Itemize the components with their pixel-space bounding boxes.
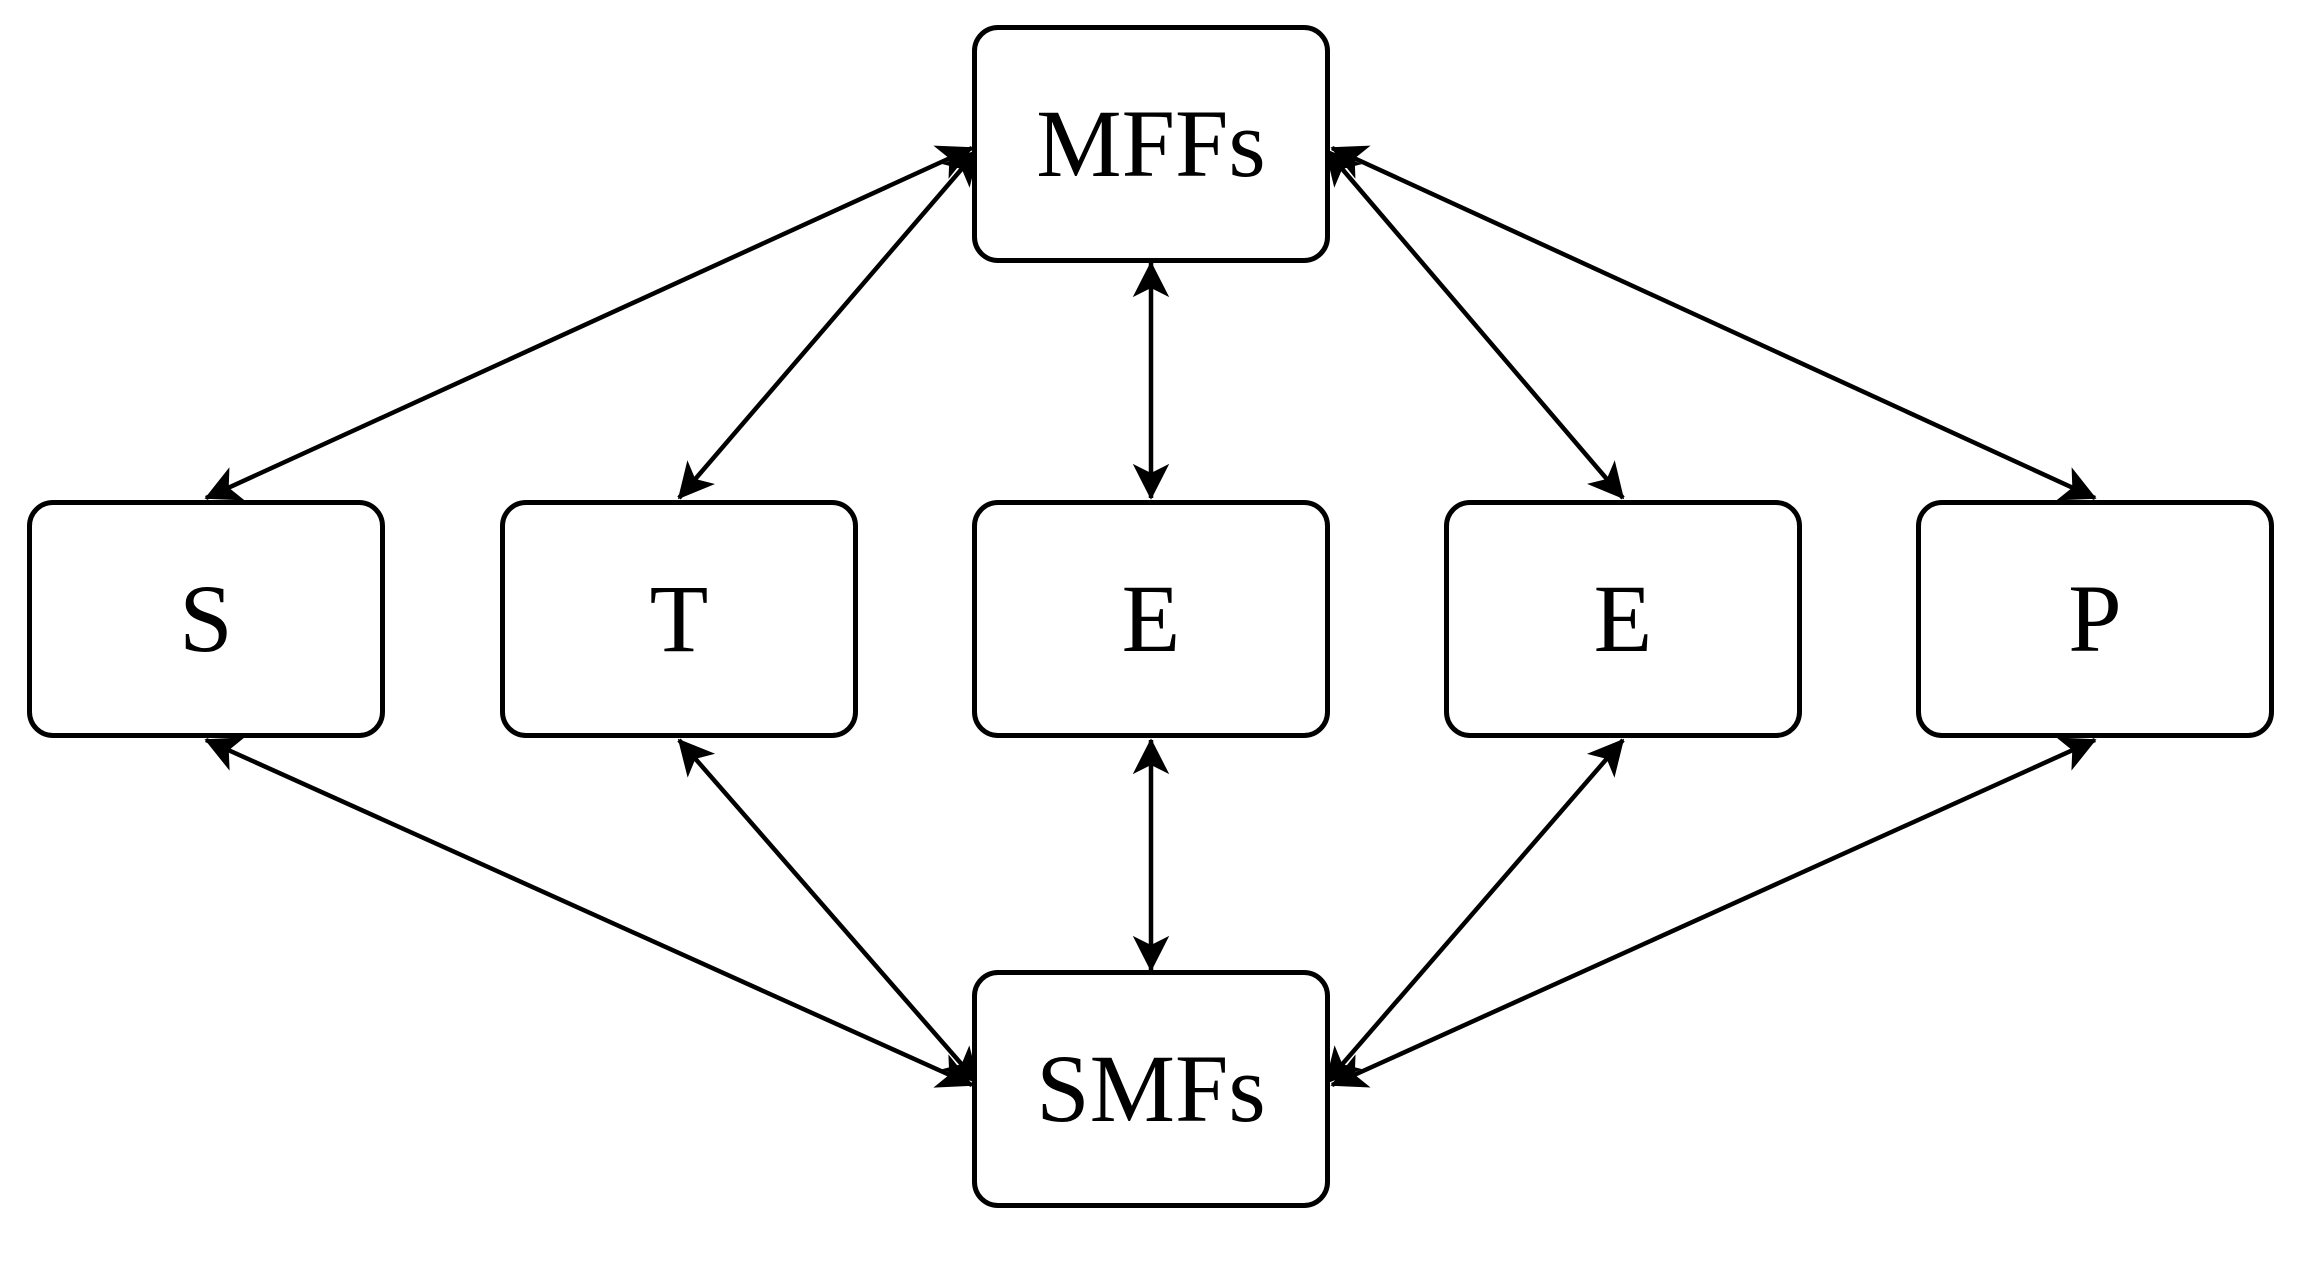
edge-smfs-e2 <box>1324 738 1625 1085</box>
node-label-e-first: E <box>1121 565 1181 672</box>
edge-mffs-e2 <box>1324 148 1625 500</box>
edge-mffs-t <box>677 148 980 500</box>
node-label-e-second: E <box>1593 565 1653 672</box>
edge-smfs-p <box>1330 737 2097 1088</box>
node-p[interactable]: P <box>1916 500 2274 738</box>
node-t[interactable]: T <box>500 500 858 738</box>
edge-mffs-s <box>204 145 974 501</box>
node-label-p: P <box>2068 565 2122 672</box>
node-s[interactable]: S <box>27 500 385 738</box>
edge-smfs-s <box>204 737 974 1088</box>
edge-smfs-t <box>677 738 980 1085</box>
node-mffs[interactable]: MFFs <box>972 25 1330 263</box>
edge-mffs-p <box>1330 145 2097 501</box>
node-label-smfs: SMFs <box>1036 1035 1266 1142</box>
node-label-mffs: MFFs <box>1036 90 1266 197</box>
node-e-second[interactable]: E <box>1444 500 1802 738</box>
node-e-first[interactable]: E <box>972 500 1330 738</box>
node-label-t: T <box>649 565 709 672</box>
node-label-s: S <box>179 565 233 672</box>
node-smfs[interactable]: SMFs <box>972 970 1330 1208</box>
